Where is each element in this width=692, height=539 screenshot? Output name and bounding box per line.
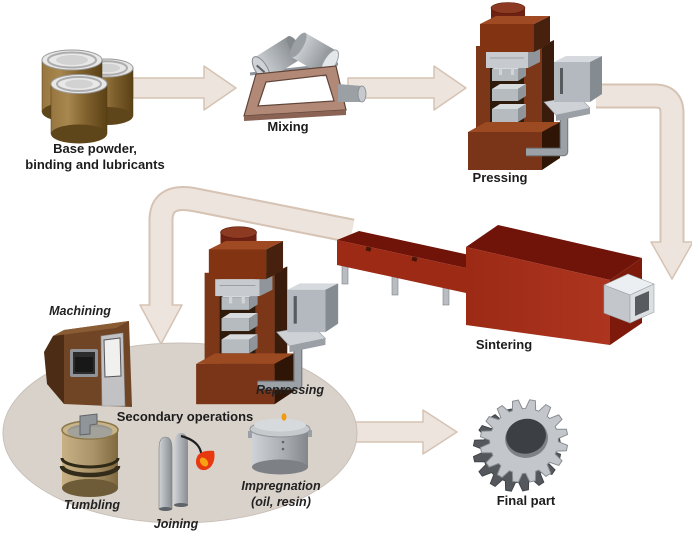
flow-arrow-mixing-to-pressing-icon: [347, 65, 467, 111]
flow-arrow-pressing-to-sintering-icon: [596, 83, 692, 280]
label-tumbling: Tumbling: [64, 498, 120, 512]
label-pressing: Pressing: [473, 170, 528, 185]
label-secondary-operations: Secondary operations: [117, 409, 254, 424]
label-repressing: Repressing: [256, 383, 324, 397]
label-machining: Machining: [49, 304, 111, 318]
label-mixing: Mixing: [267, 119, 308, 134]
label-impregnation-line2: (oil, resin): [251, 495, 311, 509]
label-base-powder-line1: Base powder,: [53, 141, 137, 156]
sintering-furnace-icon: [337, 225, 655, 345]
label-impregnation-line1: Impregnation: [241, 479, 321, 493]
tumbling-barrel-icon: [59, 413, 121, 497]
gear-icon: [472, 399, 569, 492]
label-sintering: Sintering: [476, 337, 532, 352]
flow-arrow-sintering-to-secondary-icon: [139, 186, 355, 345]
flow-arrow-powder-to-mixing-icon: [132, 65, 237, 111]
tumbler-mixer-icon: [243, 32, 367, 121]
pressing-press-icon: [468, 3, 602, 171]
powder-cans-icon: [41, 49, 134, 144]
cnc-machine-icon: [44, 321, 132, 407]
flow-arrow-secondary-to-final-icon: [346, 409, 458, 455]
gas-cylinders-torch-icon: [158, 433, 215, 511]
label-base-powder-line2: binding and lubricants: [25, 157, 164, 172]
furnace-exit-tunnel: [603, 273, 655, 324]
impregnation-pot-icon: [248, 413, 312, 475]
label-final-part: Final part: [497, 493, 556, 508]
label-joining: Joining: [154, 517, 199, 531]
